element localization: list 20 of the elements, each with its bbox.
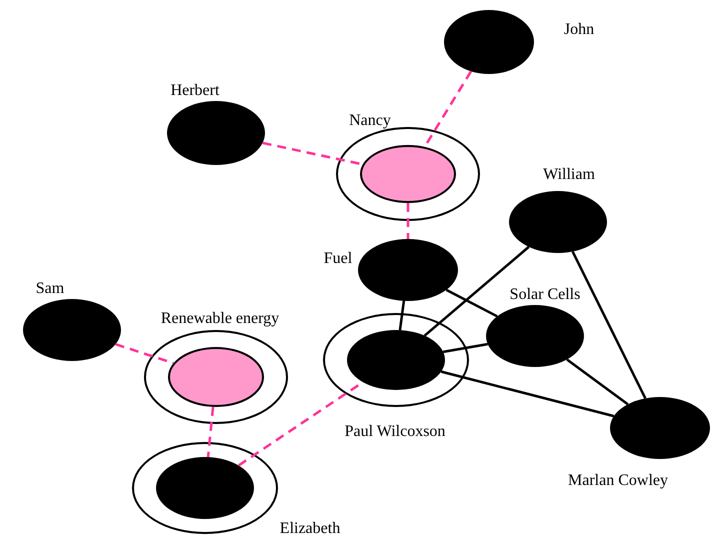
node-label: Sam bbox=[36, 281, 64, 297]
connector bbox=[442, 342, 488, 354]
connector bbox=[572, 251, 646, 399]
connector bbox=[424, 246, 530, 337]
node-label: Solar Cells bbox=[510, 287, 580, 303]
connector bbox=[440, 370, 614, 418]
node-label: Fuel bbox=[324, 251, 352, 267]
node-label: Elizabeth bbox=[280, 521, 340, 537]
dashed-connector bbox=[206, 406, 214, 458]
node-label: Marlan Cowley bbox=[568, 473, 668, 489]
connector bbox=[566, 358, 629, 406]
node-label: Nancy bbox=[349, 113, 391, 129]
node-label: William bbox=[543, 167, 595, 183]
node-label: Herbert bbox=[170, 83, 220, 99]
node-label: Renewable energy bbox=[160, 311, 280, 327]
connector bbox=[446, 288, 498, 318]
dashed-connector bbox=[115, 343, 174, 364]
node-label: Paul Wilcoxson bbox=[344, 424, 446, 440]
node-label: John bbox=[564, 22, 594, 38]
dashed-connector bbox=[406, 203, 410, 239]
